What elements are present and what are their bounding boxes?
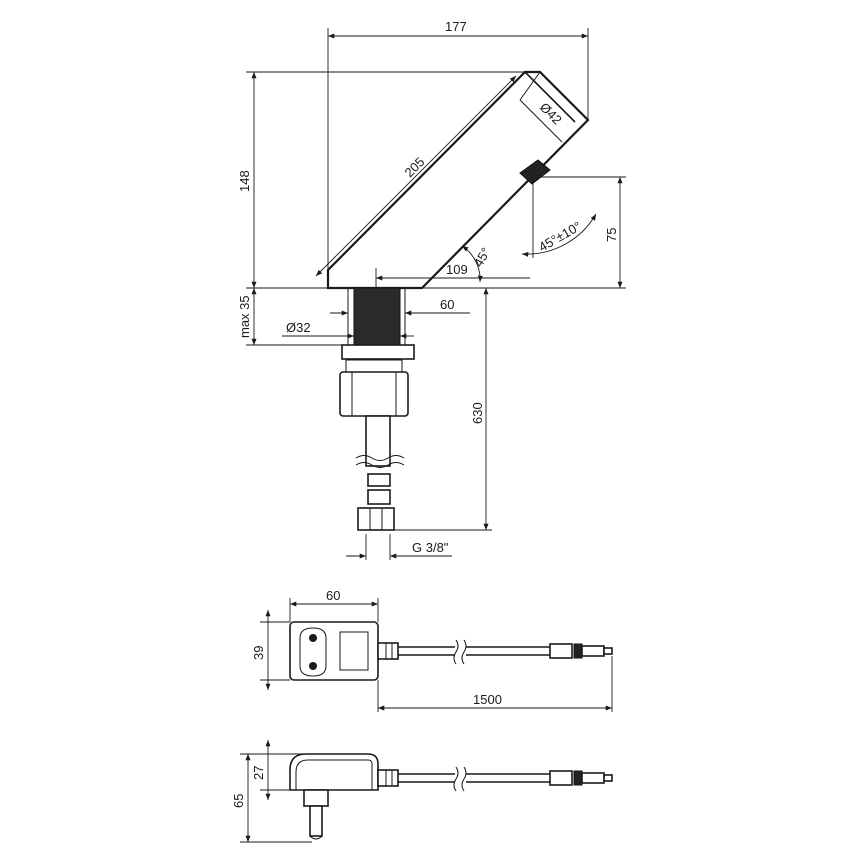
dim-spout-length: 205 <box>402 154 428 180</box>
faucet-drawing: 177 148 205 Ø42 75 45°±10° 45° 109 max 3… <box>237 19 626 560</box>
sensor-window <box>519 159 551 185</box>
dim-spout-angle: 45° <box>471 245 494 270</box>
hose-connector <box>357 507 395 531</box>
dim-cable-length: 1500 <box>473 692 502 707</box>
dc-connector <box>549 643 573 659</box>
dim-spout-diameter: Ø42 <box>537 100 565 128</box>
dim-hose-connection: G 3/8" <box>412 540 449 555</box>
power-supply-top-view: 60 39 1500 <box>251 588 613 712</box>
dim-adapter-total-height: 65 <box>231 794 246 808</box>
threaded-shank <box>353 287 401 346</box>
dim-adapter-width: 60 <box>326 588 340 603</box>
dim-adapter-body-height: 27 <box>251 766 266 780</box>
dim-thread-length: max 35 <box>237 295 252 338</box>
dim-body-width: 60 <box>440 297 454 312</box>
plug-outline-icon <box>299 627 327 677</box>
power-supply-side-view: 27 65 <box>231 740 613 843</box>
plug-pin <box>303 789 329 807</box>
adapter-label-window <box>339 631 369 671</box>
adapter-side-body <box>289 753 379 791</box>
dim-height: 148 <box>237 170 252 192</box>
dim-adapter-height: 39 <box>251 646 266 660</box>
dim-hose-length: 630 <box>470 402 485 424</box>
dim-sensor-height: 75 <box>604 228 619 242</box>
dim-reach: 109 <box>446 262 468 277</box>
mounting-nut <box>339 371 409 417</box>
dim-width: 177 <box>445 19 467 34</box>
dim-thread-diameter: Ø32 <box>286 320 311 335</box>
supply-hose <box>365 415 391 467</box>
